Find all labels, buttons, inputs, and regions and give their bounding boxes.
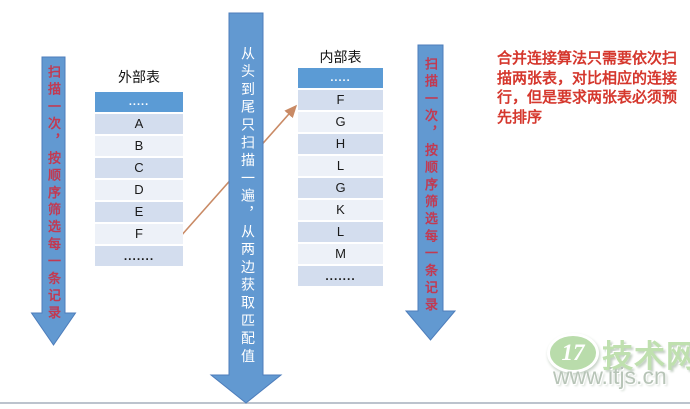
table-row: .......: [95, 246, 183, 266]
table-row: A: [95, 114, 183, 134]
watermark-badge: 17: [547, 333, 599, 373]
table-row: .......: [298, 266, 383, 286]
outer-table-header: .....: [95, 92, 183, 112]
left-scan-arrow: [30, 56, 77, 346]
table-row: G: [298, 112, 383, 132]
left-arrow-caption: 扫描一次，按顺序筛选每一条记录: [46, 65, 61, 323]
table-row: K: [298, 200, 383, 220]
right-scan-arrow: [404, 44, 457, 341]
note-line: 合并连接算法只需要依次扫: [497, 51, 678, 67]
bottom-divider: [0, 402, 690, 404]
table-row: F: [298, 90, 383, 110]
watermark-site-name: 技术网: [602, 339, 690, 374]
watermark-url: www.itjs.cn: [553, 363, 667, 389]
outer-table-title: 外部表: [118, 69, 160, 85]
middle-scan-arrow: [209, 12, 283, 404]
note-line: 行，但是要求两张表必须预: [497, 90, 678, 106]
right-arrow-caption: 扫描一次，按顺序筛选每一条记录: [423, 57, 438, 315]
table-row: B: [95, 136, 183, 156]
outer-table: ..... A B C D E F .......: [95, 92, 183, 268]
table-row: L: [298, 222, 383, 242]
table-row: F: [95, 224, 183, 244]
table-row: D: [95, 180, 183, 200]
table-row: G: [298, 178, 383, 198]
table-row: L: [298, 156, 383, 176]
middle-arrow-caption: 从头到尾只扫描一遍，从两边获取匹配值: [240, 46, 256, 367]
table-row: C: [95, 158, 183, 178]
note-line: 先排序: [497, 109, 543, 126]
table-row: H: [298, 134, 383, 154]
table-row: M: [298, 244, 383, 264]
inner-table-header: .....: [298, 68, 383, 88]
table-row: E: [95, 202, 183, 222]
inner-table: ..... F G H L G K L M .......: [298, 68, 383, 288]
note-line: 描两张表，对比相应的连接: [497, 70, 678, 87]
inner-table-title: 内部表: [319, 49, 362, 65]
algorithm-note: 合并连接算法只需要依次扫 描两张表，对比相应的连接 行，但是要求两张表必须预 先…: [497, 50, 677, 128]
